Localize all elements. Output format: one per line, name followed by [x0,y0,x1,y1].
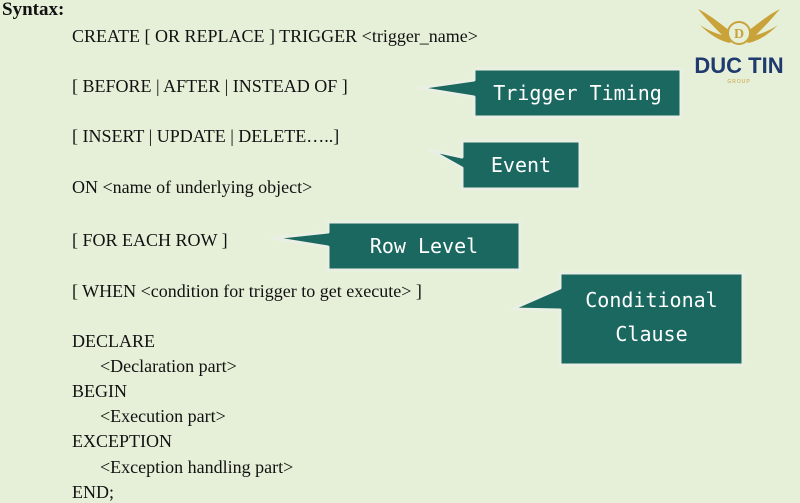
callout-label-event: Event [490,153,552,177]
callout-shape-row-level [270,220,522,272]
winged-emblem-icon: D [698,9,780,45]
code-line-on: ON <name of underlying object> [72,177,313,197]
code-line-begin: BEGIN [72,381,127,401]
code-line-declare: DECLARE [72,331,155,351]
logo-subtitle: GROUP [727,79,751,85]
callout-shape-conditional [510,271,745,367]
callout-label-row-level: Row Level [369,234,479,258]
callout-label-conditional-line1: Conditional [585,288,718,312]
code-line-exception: EXCEPTION [72,431,172,451]
code-line-event: [ INSERT | UPDATE | DELETE…..] [72,126,340,146]
callout-label-timing: Trigger Timing [493,81,662,105]
code-line-when: [ WHEN <condition for trigger to get exe… [72,281,422,301]
code-line-exception-handling-part: <Exception handling part> [100,457,294,477]
code-line-execution-part: <Execution part> [100,406,226,426]
code-line-end: END; [72,482,114,502]
logo-name: DUC TIN [694,53,784,78]
duc-tin-logo: D DUC TIN GROUP [686,5,792,91]
code-line-for-each-row: [ FOR EACH ROW ] [72,230,228,250]
code-line-timing: [ BEFORE | AFTER | INSTEAD OF ] [72,76,348,96]
syntax-heading: Syntax: [2,0,65,20]
logo-monogram: D [734,27,744,42]
callout-shape-event [428,139,582,191]
callout-label-conditional-line2: Clause [615,322,688,346]
callout-shape-timing [416,67,683,119]
code-line-declaration-part: <Declaration part> [100,356,237,376]
code-line-create: CREATE [ OR REPLACE ] TRIGGER <trigger_n… [72,26,478,46]
